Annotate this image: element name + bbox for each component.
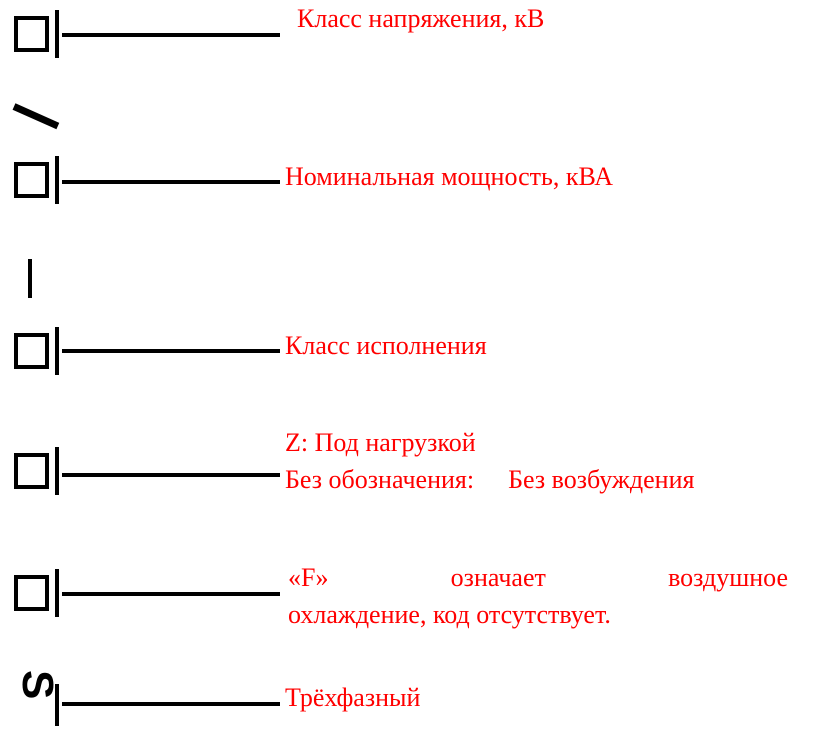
label-cooling-type-w1: «F» <box>288 563 329 592</box>
label-regulation-type-line2-a: Без обозначения: <box>285 464 475 494</box>
tick-cooling-type <box>55 569 59 617</box>
label-regulation-type: Z: Под нагрузкой Без обозначения: Без воз… <box>285 425 790 499</box>
marker-square-cooling-type <box>14 575 49 611</box>
tick-rated-power <box>55 156 59 204</box>
label-cooling-type: «F» означает воздушное охлаждение, код о… <box>288 560 788 634</box>
leader-line-regulation-type <box>62 473 280 477</box>
label-rated-power: Номинальная мощность, кВА <box>285 162 613 191</box>
marker-square-regulation-type <box>14 453 49 489</box>
marker-square-design-class <box>14 333 49 369</box>
label-cooling-type-w2: означает <box>450 563 546 592</box>
tick-phase-count <box>55 684 59 726</box>
leader-line-rated-power <box>62 180 280 184</box>
label-regulation-type-line1: Z: Под нагрузкой <box>285 428 476 457</box>
label-regulation-type-line2: Без обозначения: Без возбуждения <box>285 462 790 499</box>
label-design-class: Класс исполнения <box>285 331 487 360</box>
label-voltage-class: Класс напряжения, кВ <box>297 4 545 33</box>
leader-line-phase-count <box>62 702 280 706</box>
label-cooling-type-line1: «F» означает воздушное <box>288 560 788 597</box>
label-phase-count: Трёхфазный <box>285 683 421 712</box>
marker-slash-separator <box>12 103 60 130</box>
tick-design-class <box>55 327 59 375</box>
label-cooling-type-w3: воздушное <box>668 563 788 592</box>
marker-letter-s-phase-count: S <box>13 670 62 700</box>
label-cooling-type-line2: охлаждение, код отсутствует. <box>288 599 611 629</box>
tick-voltage-class <box>55 10 59 58</box>
marker-square-rated-power <box>14 162 49 198</box>
marker-square-voltage-class <box>14 16 49 52</box>
leader-line-design-class <box>62 349 280 353</box>
leader-line-voltage-class <box>62 33 280 37</box>
marker-pipe-separator <box>28 259 32 298</box>
tick-regulation-type <box>55 447 59 495</box>
leader-line-cooling-type <box>62 592 280 596</box>
label-regulation-type-line2-b: Без возбуждения <box>508 464 695 494</box>
